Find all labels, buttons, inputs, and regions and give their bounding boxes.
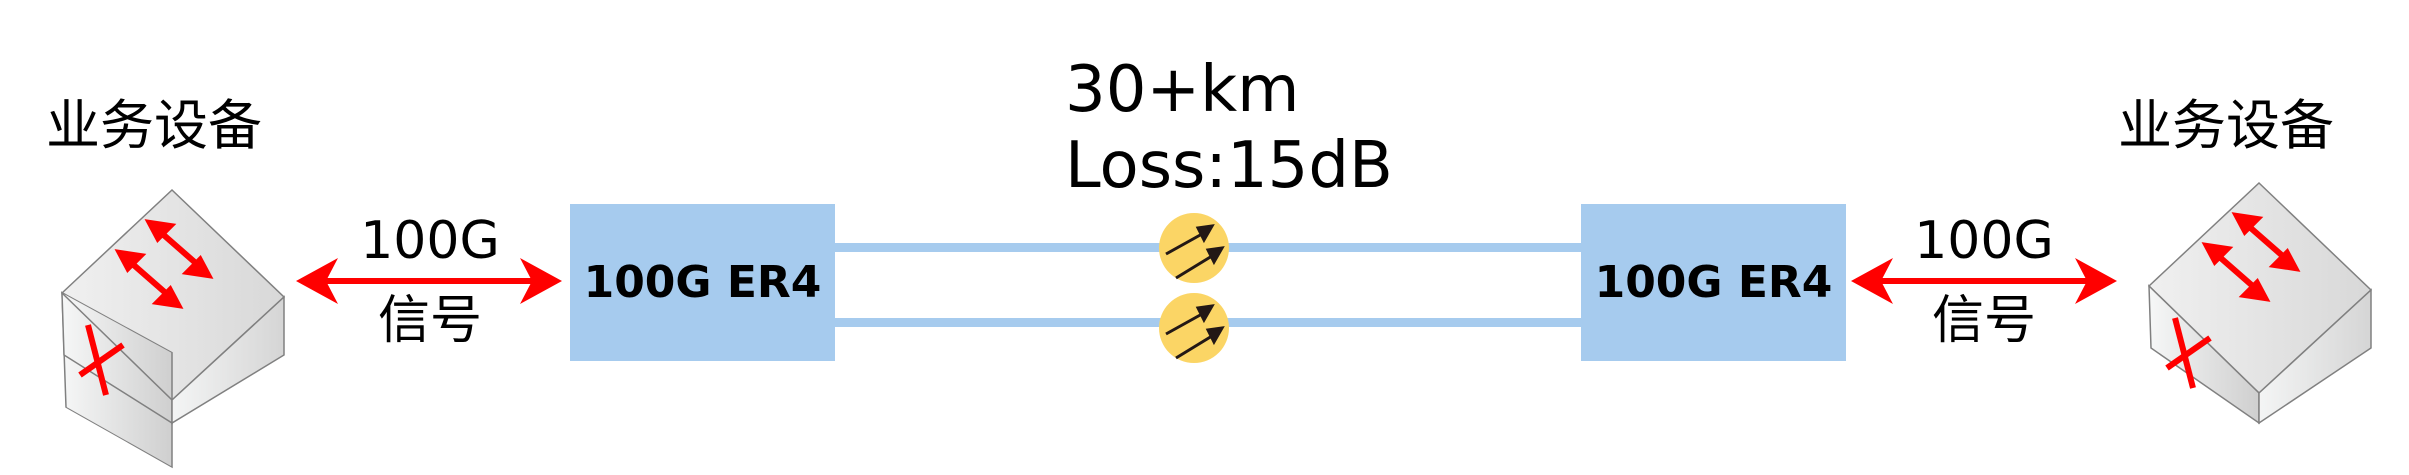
right-module-label: 100G ER4 <box>1594 257 1833 308</box>
right-signal-label-line2: 信号 <box>1931 291 2036 351</box>
link-distance-label: 30+km <box>1065 53 1300 127</box>
left-signal-label-line2: 信号 <box>377 291 482 351</box>
right-transceiver-module: 100G ER4 <box>1581 204 1846 361</box>
left-signal-label-line1: 100G <box>360 211 500 271</box>
left-bidirectional-arrow-icon <box>296 258 562 304</box>
right-bidirectional-arrow-icon <box>1851 258 2117 304</box>
right-device-title: 业务设备 <box>2118 94 2334 157</box>
optical-attenuator-icon <box>1159 213 1229 283</box>
left-device-title: 业务设备 <box>46 94 262 157</box>
right-switch-cube-icon <box>2147 181 2373 425</box>
optical-attenuator-icon <box>1159 293 1229 363</box>
left-module-label: 100G ER4 <box>583 257 822 308</box>
link-loss-label: Loss:15dB <box>1065 129 1393 203</box>
left-transceiver-module: 100G ER4 <box>570 204 835 361</box>
left-switch-cube-icon <box>60 188 286 469</box>
right-signal-label-line1: 100G <box>1914 211 2054 271</box>
